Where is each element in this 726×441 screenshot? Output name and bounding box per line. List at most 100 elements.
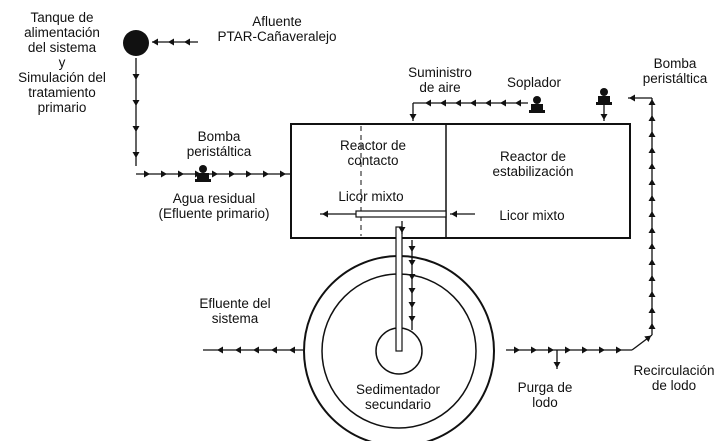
arrowhead — [408, 288, 416, 294]
arrowhead — [582, 346, 588, 354]
mixed-liquor-pipe — [355, 210, 447, 218]
mixed-liquor-left-flow — [320, 210, 356, 218]
arrowhead — [408, 260, 416, 266]
mixed-liquor-right-label: Licor mixto — [499, 208, 565, 223]
blower-label: Soplador — [506, 75, 562, 90]
system-effluent-flow — [203, 346, 303, 354]
arrowhead — [515, 99, 521, 107]
settler-feed-flow — [408, 240, 416, 330]
air-supply-label: Suministro de aire — [408, 65, 472, 95]
stabilization-reactor-label: Reactor de estabilización — [492, 149, 574, 179]
arrowhead — [648, 275, 656, 281]
arrowhead — [616, 346, 622, 354]
arrowhead — [132, 100, 140, 106]
arrowhead — [144, 170, 150, 178]
arrowhead — [648, 195, 656, 201]
arrowhead — [152, 38, 158, 46]
arrowhead — [408, 274, 416, 280]
blower-icon — [529, 96, 545, 113]
arrowhead — [161, 170, 167, 178]
feed-tank-label: Tanque de alimentación del sistema y Sim… — [18, 10, 106, 115]
arrowhead — [280, 170, 286, 178]
influent-label: Afluente PTAR-Cañaveralejo — [217, 14, 337, 44]
arrowhead — [322, 210, 328, 218]
arrowhead — [451, 210, 457, 218]
arrowhead — [408, 246, 416, 252]
settler-feed-pipe — [395, 226, 403, 352]
influent-flow — [152, 38, 198, 46]
arrowhead — [599, 346, 605, 354]
flow-arrows — [132, 38, 656, 369]
arrowhead — [168, 38, 174, 46]
wastewater-label: Agua residual (Efluente primario) — [158, 191, 270, 221]
arrowhead — [648, 99, 656, 105]
recirculation-top-flow — [628, 94, 652, 102]
arrowhead — [648, 147, 656, 153]
arrowhead — [425, 99, 431, 107]
arrowhead — [600, 114, 608, 120]
left-pump-label: Bomba peristáltica — [186, 129, 252, 159]
arrowhead — [648, 291, 656, 297]
arrowhead — [132, 126, 140, 132]
arrowhead — [408, 316, 416, 322]
arrowhead — [500, 99, 506, 107]
arrowhead — [253, 346, 259, 354]
secondary-settler-label: Sedimentador secundario — [355, 382, 441, 412]
pump-to-reactor-flow — [600, 103, 608, 121]
right-peristaltic-pump-icon — [596, 88, 612, 105]
arrowhead — [648, 163, 656, 169]
reactor-tank — [290, 123, 631, 239]
mixed-liquor-right-flow — [450, 210, 475, 218]
arrowhead — [246, 170, 252, 178]
arrowhead — [548, 346, 554, 354]
arrowhead — [531, 346, 537, 354]
sludge-purge-flow — [553, 350, 561, 369]
recirculation-diagonal-flow — [631, 334, 653, 351]
arrowhead — [485, 99, 491, 107]
arrowhead — [212, 170, 218, 178]
air-supply-flow — [413, 99, 528, 107]
arrowhead — [648, 307, 656, 313]
arrowhead — [184, 38, 190, 46]
arrowhead — [553, 362, 561, 368]
arrowhead — [648, 243, 656, 249]
underflow-flow — [506, 346, 632, 354]
arrowhead — [644, 335, 652, 342]
arrowhead — [195, 170, 201, 178]
arrowhead — [271, 346, 277, 354]
arrowhead — [648, 131, 656, 137]
wastewater-flow — [136, 170, 290, 178]
arrowhead — [132, 74, 140, 80]
arrowhead — [229, 170, 235, 178]
sludge-recirculation-label: Recirculación de lodo — [633, 363, 715, 393]
arrowhead — [289, 346, 295, 354]
arrowhead — [132, 152, 140, 158]
arrowhead — [217, 346, 223, 354]
right-pump-label: Bomba peristáltica — [642, 56, 708, 86]
arrowhead — [565, 346, 571, 354]
system-effluent-label: Efluente del sistema — [199, 296, 271, 326]
arrowhead — [455, 99, 461, 107]
arrowhead — [408, 302, 416, 308]
contact-reactor-label: Reactor de contacto — [339, 138, 407, 168]
arrowhead — [514, 346, 520, 354]
arrowhead — [398, 227, 406, 233]
arrowhead — [440, 99, 446, 107]
arrowhead — [648, 211, 656, 217]
arrowhead — [263, 170, 269, 178]
mixed-liquor-center-label: Licor mixto — [338, 189, 404, 204]
arrowhead — [648, 179, 656, 185]
recirculation-up-flow — [648, 98, 656, 335]
arrowhead — [648, 323, 656, 329]
feed-tank-down-flow — [132, 58, 140, 166]
arrowhead — [178, 170, 184, 178]
arrowhead — [648, 115, 656, 121]
air-supply-drop — [409, 103, 417, 121]
arrowhead — [648, 259, 656, 265]
arrowhead — [629, 94, 635, 102]
sludge-purge-label: Purga de lodo — [517, 380, 573, 410]
arrowhead — [470, 99, 476, 107]
arrowhead — [235, 346, 241, 354]
